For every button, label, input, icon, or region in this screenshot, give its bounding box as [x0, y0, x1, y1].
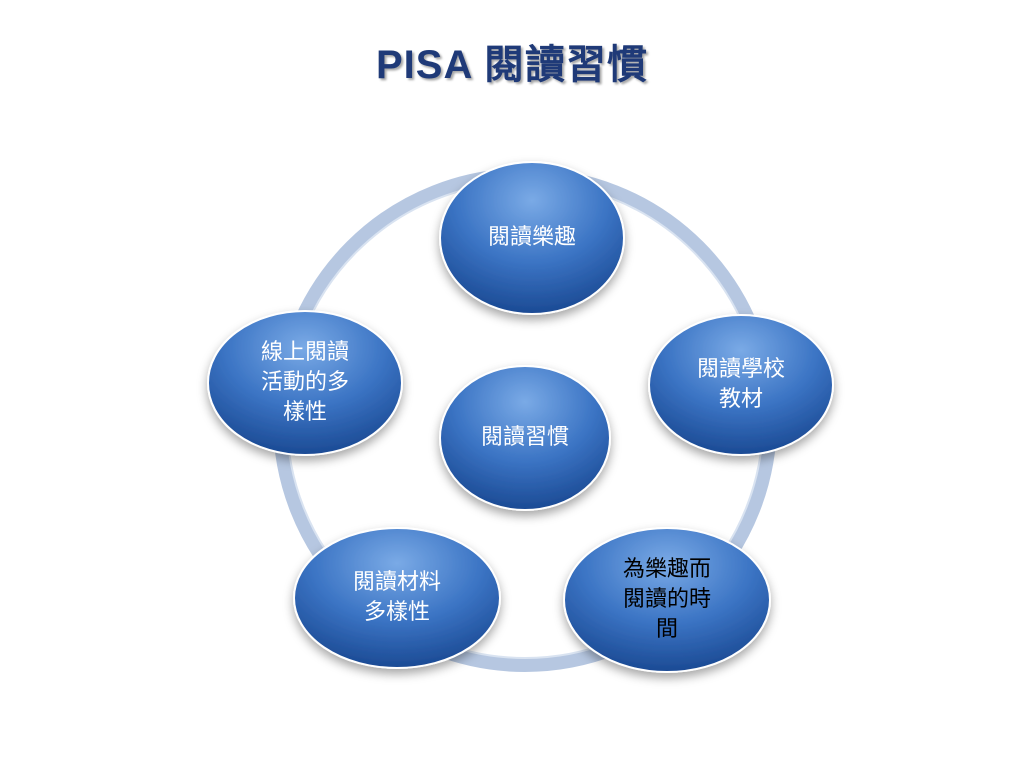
center-node[interactable]	[439, 365, 611, 511]
slide-title: PISA 閱讀習慣	[376, 43, 648, 87]
node-time-for-enjoyment[interactable]	[563, 527, 771, 673]
node-online-diversity[interactable]	[207, 310, 403, 456]
node-material-diversity[interactable]	[293, 527, 501, 669]
node-school-materials[interactable]	[648, 314, 834, 456]
node-reading-enjoyment[interactable]	[439, 161, 625, 315]
